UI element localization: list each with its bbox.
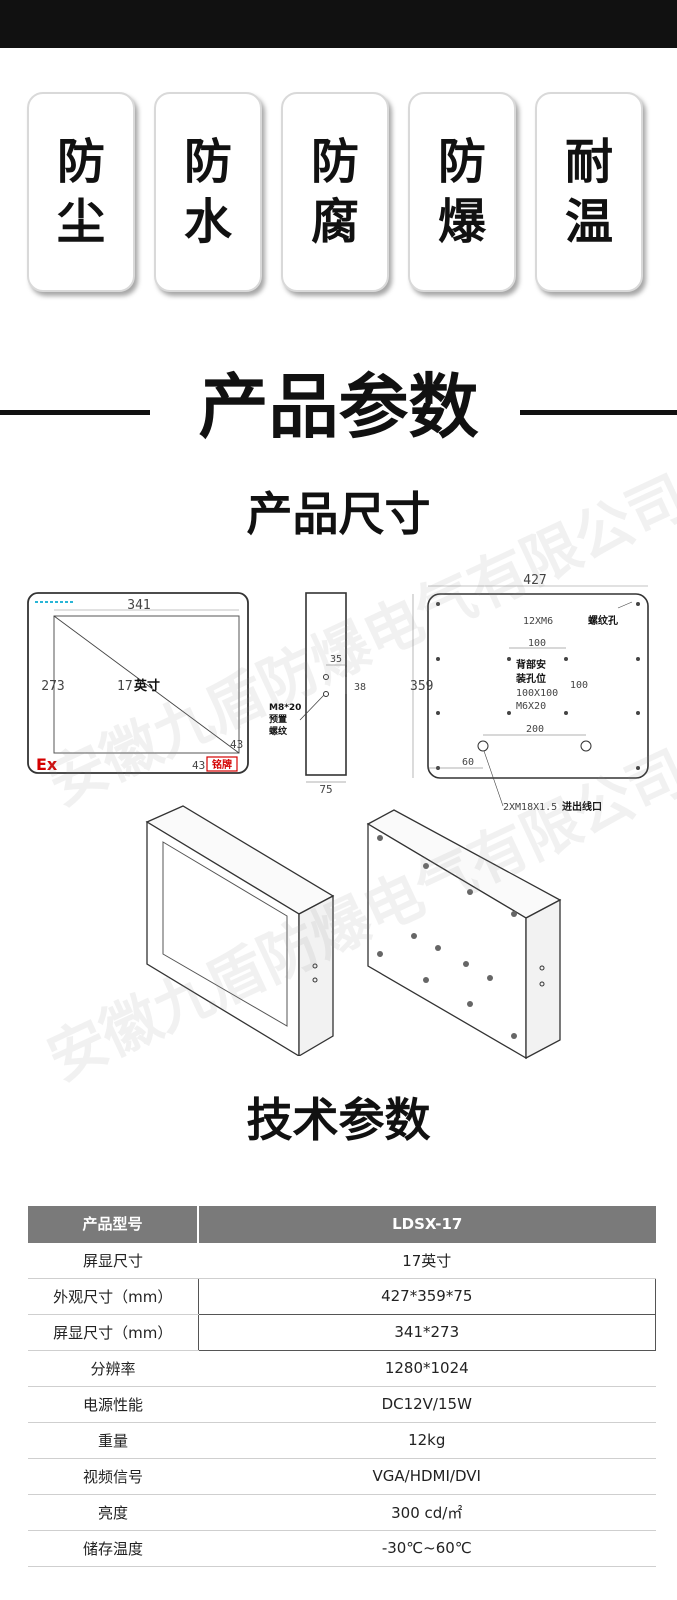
ex-mark: Ex: [36, 755, 58, 774]
nameplate-label: 铭牌: [212, 758, 232, 771]
tech-title: 技术参数: [246, 1093, 431, 1147]
mount-spec-2: M6X20: [516, 701, 546, 712]
hole-spec: 12XM6: [523, 616, 553, 627]
mount-dim-top: 100: [528, 638, 546, 649]
front-height-label: 273: [41, 679, 64, 694]
inlet-dim-200: 200: [526, 724, 544, 735]
feature-char-top: 防: [56, 134, 105, 190]
feature-char-top: 防: [183, 134, 232, 190]
hole-label: 螺纹孔: [588, 614, 618, 627]
feature-char-bottom: 尘: [56, 194, 105, 250]
feature-char-bottom: 爆: [437, 194, 486, 250]
thread-label-2: 预置: [269, 714, 287, 725]
feature-card-waterproof: 防 水: [154, 92, 262, 292]
feature-card-dustproof: 防 尘: [27, 92, 135, 292]
spec-label: 储存温度: [28, 1530, 198, 1567]
side-view-drawing: 35 38 M8*20 预置 螺纹 75: [269, 592, 366, 796]
isometric-back-drawing: [366, 809, 562, 1060]
top-bar: [0, 0, 677, 48]
spec-value: 341*273: [197, 1313, 656, 1351]
table-row: 外观尺寸（mm）427*359*75: [28, 1277, 656, 1315]
spec-label: 视频信号: [28, 1458, 198, 1495]
front-corner-label: 43: [230, 738, 243, 751]
title-line-left: [0, 410, 150, 415]
mount-label-2: 装孔位: [515, 672, 546, 685]
table-header-value: LDSX-17: [197, 1206, 656, 1243]
back-width-label: 427: [523, 573, 546, 588]
size-title: 产品尺寸: [246, 487, 431, 541]
back-height-label: 359: [410, 679, 433, 694]
thread-label-1: M8*20: [269, 703, 301, 713]
isometric-front-drawing: [145, 805, 335, 1056]
feature-card-temperature: 耐 温: [535, 92, 643, 292]
spec-label: 屏显尺寸: [28, 1242, 198, 1279]
spec-value: 17英寸: [198, 1242, 656, 1279]
front-diagonal-label: 17: [117, 679, 133, 694]
feature-char-bottom: 腐: [310, 194, 359, 250]
spec-label: 电源性能: [28, 1386, 198, 1423]
spec-value: VGA/HDMI/DVI: [198, 1458, 656, 1495]
spec-value: 1280*1024: [198, 1350, 656, 1387]
spec-label: 重量: [28, 1422, 198, 1459]
spec-label: 屏显尺寸（mm）: [28, 1314, 198, 1351]
section-title: 产品参数: [198, 366, 479, 448]
front-corner-bottom-label: 43: [192, 759, 205, 772]
spec-value: DC12V/15W: [198, 1386, 656, 1423]
spec-value: 427*359*75: [197, 1277, 656, 1315]
side-dim-38: 38: [354, 682, 366, 693]
feature-char-top: 防: [437, 134, 486, 190]
feature-cards: 防 尘 防 水 防 腐 防 爆 耐 温: [27, 92, 657, 292]
front-width-label: 341: [127, 598, 150, 613]
feature-char-top: 防: [310, 134, 359, 190]
front-view-drawing: 341 273 17 英寸 43 43 Ex 铭牌: [27, 592, 249, 774]
feature-card-anticorrosion: 防 腐: [281, 92, 389, 292]
front-diagonal-unit: 英寸: [133, 678, 160, 694]
mount-dim-side: 100: [570, 680, 588, 691]
feature-char-bottom: 水: [183, 194, 232, 250]
spec-value: -30℃~60℃: [198, 1530, 656, 1567]
table-row: 储存温度-30℃~60℃: [28, 1530, 656, 1567]
table-header-label: 产品型号: [28, 1206, 198, 1243]
side-depth-label: 75: [319, 783, 332, 796]
inlet-spec: 2XM18X1.5: [503, 802, 557, 813]
thread-label-3: 螺纹: [269, 725, 288, 737]
back-view-drawing: 427 359 12XM6 螺纹孔 100 100 背部安 装孔位 100X10…: [410, 573, 649, 813]
mount-label-1: 背部安: [516, 658, 546, 671]
inlet-label: 进出线口: [562, 800, 602, 813]
title-line-right: [520, 410, 677, 415]
spec-label: 亮度: [28, 1494, 198, 1531]
feature-card-explosionproof: 防 爆: [408, 92, 516, 292]
inlet-dim-60: 60: [462, 757, 474, 768]
spec-value: 12kg: [198, 1422, 656, 1459]
side-dim-35: 35: [330, 654, 342, 665]
spec-value: 300 cd/㎡: [198, 1494, 656, 1531]
spec-label: 分辨率: [28, 1350, 198, 1387]
feature-char-bottom: 温: [564, 194, 613, 250]
table-row: 屏显尺寸（mm）341*273: [28, 1313, 656, 1351]
mount-spec-1: 100X100: [516, 688, 558, 699]
table-header-row: 产品型号 LDSX-17: [28, 1206, 656, 1243]
spec-label: 外观尺寸（mm）: [28, 1278, 198, 1315]
feature-char-top: 耐: [564, 134, 613, 190]
